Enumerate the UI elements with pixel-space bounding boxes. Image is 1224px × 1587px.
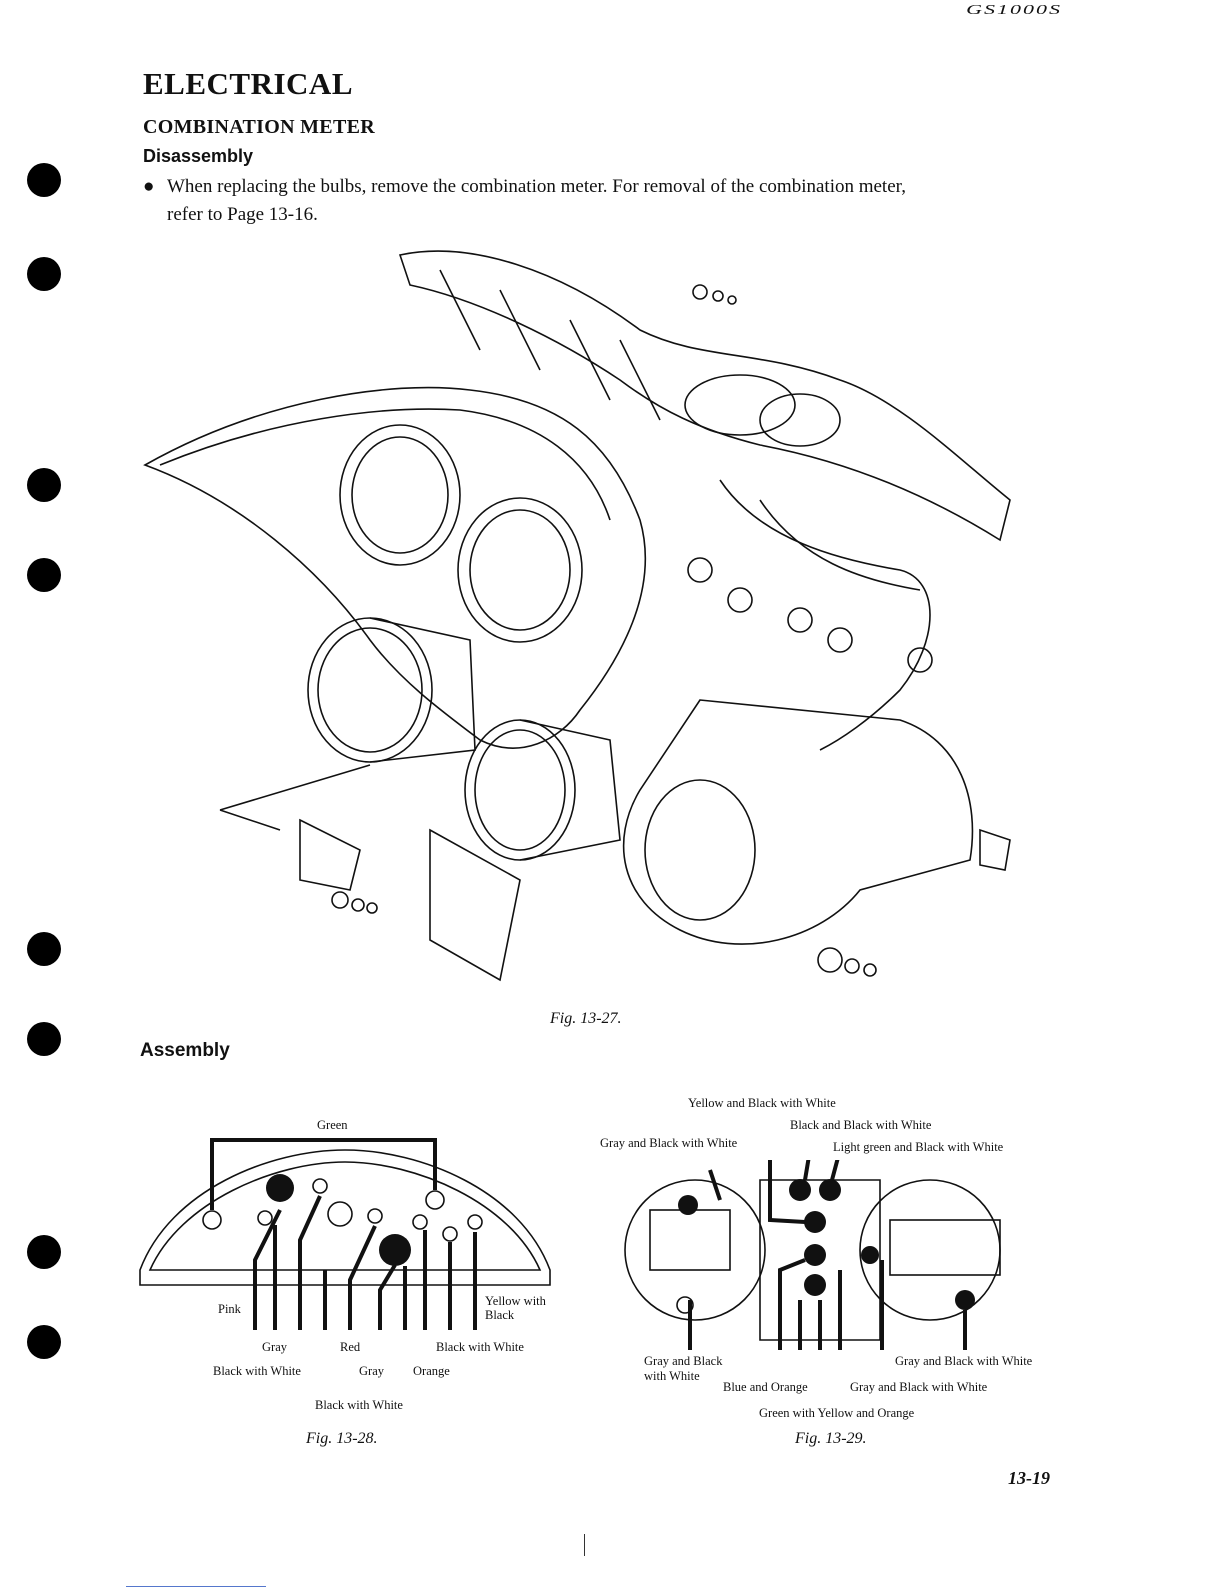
wire-label: Orange — [413, 1364, 450, 1378]
wire-label: Black with White — [315, 1398, 403, 1412]
meter-wiring-diagram-right — [624, 1160, 1001, 1350]
binder-hole — [27, 257, 61, 291]
page-number: 13-19 — [1008, 1468, 1050, 1488]
wire-label: Gray and Black with White — [600, 1136, 738, 1150]
model-code: GS1000S — [966, 2, 1062, 17]
bullet-line-2: refer to Page 13-16. — [167, 204, 318, 225]
wire-label: Red — [340, 1340, 361, 1354]
figure-caption: Fig. 13-27. — [550, 1010, 622, 1027]
wire-label: Black with White — [213, 1364, 301, 1378]
wire-label: Blue and Orange — [723, 1380, 808, 1394]
binder-hole — [27, 558, 61, 592]
wire-label: Light green and Black with White — [833, 1140, 1004, 1154]
binder-hole — [27, 163, 61, 197]
wire-label: Pink — [218, 1302, 241, 1316]
binder-hole — [27, 1022, 61, 1056]
figure-caption: Fig. 13-28. — [306, 1430, 378, 1447]
page-title: ELECTRICAL — [143, 66, 353, 101]
wire-label: Gray — [359, 1364, 384, 1378]
wire-label: Green with Yellow and Orange — [759, 1406, 915, 1420]
assembly-heading: Assembly — [140, 1040, 230, 1061]
binder-hole — [27, 932, 61, 966]
divider — [584, 1534, 585, 1556]
exploded-meter-diagram — [143, 250, 1011, 982]
figure-caption: Fig. 13-29. — [795, 1430, 867, 1447]
meter-wiring-diagram-left — [139, 1138, 551, 1330]
binder-hole — [27, 1235, 61, 1269]
wire-label: Gray and Black with White — [850, 1380, 988, 1394]
bullet-line-1: When replacing the bulbs, remove the com… — [167, 176, 906, 197]
instruction-bullet: ● When replacing the bulbs, remove the co… — [143, 173, 1063, 229]
wire-label: Gray and Black with White — [644, 1354, 723, 1383]
wire-label: Black with White — [436, 1340, 524, 1354]
wire-label: Black and Black with White — [790, 1118, 932, 1132]
binder-hole — [27, 468, 61, 502]
binder-hole — [27, 1325, 61, 1359]
section-title: COMBINATION METER — [143, 116, 375, 138]
wire-label: Yellow with Black — [485, 1294, 546, 1322]
subsection-title: Disassembly — [143, 146, 254, 166]
wire-label: Gray — [262, 1340, 287, 1354]
bullet-dot: ● — [143, 176, 155, 197]
wire-label: Gray and Black with White — [895, 1354, 1033, 1368]
wire-label: Yellow and Black with White — [688, 1096, 836, 1110]
wire-label: Green — [317, 1118, 348, 1132]
